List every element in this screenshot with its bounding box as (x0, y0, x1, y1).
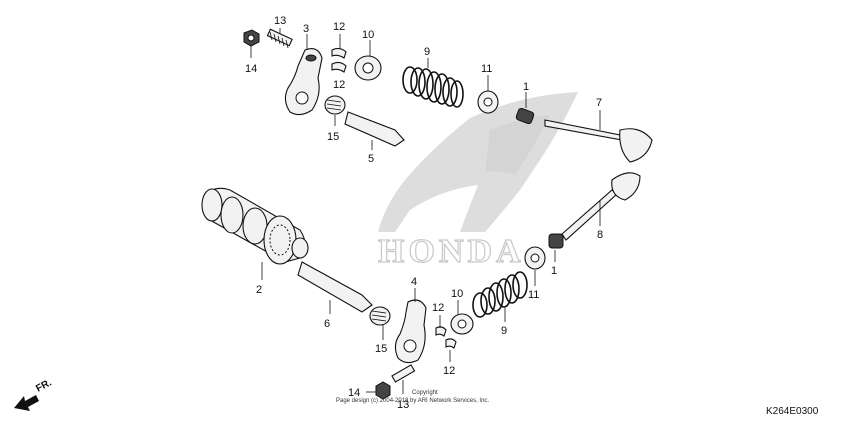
leader-lines (250, 28, 601, 394)
part-12-cotter-top-b (331, 61, 347, 73)
part-1-guide-top (515, 107, 535, 125)
part-9-spring-bottom (472, 271, 528, 318)
callout-15-bottom: 15 (375, 343, 387, 355)
callout-13-top: 13 (274, 15, 286, 27)
callout-10-bottom: 10 (451, 288, 463, 300)
callout-9-bottom: 9 (501, 325, 507, 337)
part-9-spring-top (402, 66, 464, 108)
part-11-seal-top (477, 90, 499, 114)
copyright-line-2: Page design (c) 2004-2018 by ARI Network… (336, 398, 489, 404)
callout-4: 4 (411, 276, 417, 288)
part-12-cotter-top-a (331, 47, 347, 59)
front-arrow: FR. (14, 377, 54, 411)
callout-10-top: 10 (362, 29, 374, 41)
callout-12-bottom-b: 12 (443, 365, 455, 377)
part-8-valve-bottom (561, 172, 641, 241)
part-3-rocker-arm (284, 48, 323, 116)
callout-8: 8 (597, 229, 603, 241)
copyright-line-1: Copyright (412, 390, 438, 396)
callout-3: 3 (303, 23, 309, 35)
part-15-adjuster-top (324, 95, 346, 115)
brand-watermark: HONDA (377, 92, 578, 271)
part-14-nut-top (243, 29, 260, 47)
callout-5: 5 (368, 153, 374, 165)
part-11-seal-bottom (524, 246, 546, 270)
callout-labels: 13 14 3 12 12 10 9 11 1 7 15 5 8 1 11 2 … (245, 15, 603, 411)
callout-1-bottom: 1 (551, 265, 557, 277)
part-10-retainer-top (354, 55, 382, 81)
callout-12-top-b: 12 (333, 79, 345, 91)
callout-15-top: 15 (327, 131, 339, 143)
callout-11-top: 11 (481, 63, 492, 75)
diagram-code: K264E0300 (766, 406, 819, 417)
part-15-adjuster-bottom (369, 306, 391, 326)
part-10-retainer-bottom (450, 313, 474, 335)
part-1-guide-bottom (548, 233, 564, 249)
part-13-screw-top (266, 28, 293, 49)
callout-1-top: 1 (523, 81, 529, 93)
part-7-valve-top (544, 119, 653, 163)
part-6-shaft-bottom (297, 261, 373, 313)
part-5-shaft-top (344, 111, 405, 147)
callout-2: 2 (256, 284, 262, 296)
callout-12-bottom-a: 12 (432, 302, 444, 314)
part-14-nut-bottom (375, 381, 391, 400)
front-arrow-icon (14, 395, 39, 411)
part-4-rocker-arm-bottom (394, 299, 427, 364)
part-12-cotter-bottom-a (435, 326, 447, 337)
callout-14-top: 14 (245, 63, 257, 75)
callout-11-bottom: 11 (528, 289, 539, 301)
callout-6: 6 (324, 318, 330, 330)
part-2-camshaft (201, 187, 309, 265)
watermark-text: HONDA (378, 233, 525, 270)
callout-14-bottom: 14 (348, 387, 360, 399)
callout-9-top: 9 (424, 46, 430, 58)
part-12-cotter-bottom-b (445, 338, 457, 349)
part-13-screw-bottom (391, 364, 416, 383)
front-label: FR. (34, 377, 54, 394)
callout-13-bottom: 13 (397, 399, 409, 411)
callout-7: 7 (596, 97, 602, 109)
callout-12-top-a: 12 (333, 21, 345, 33)
